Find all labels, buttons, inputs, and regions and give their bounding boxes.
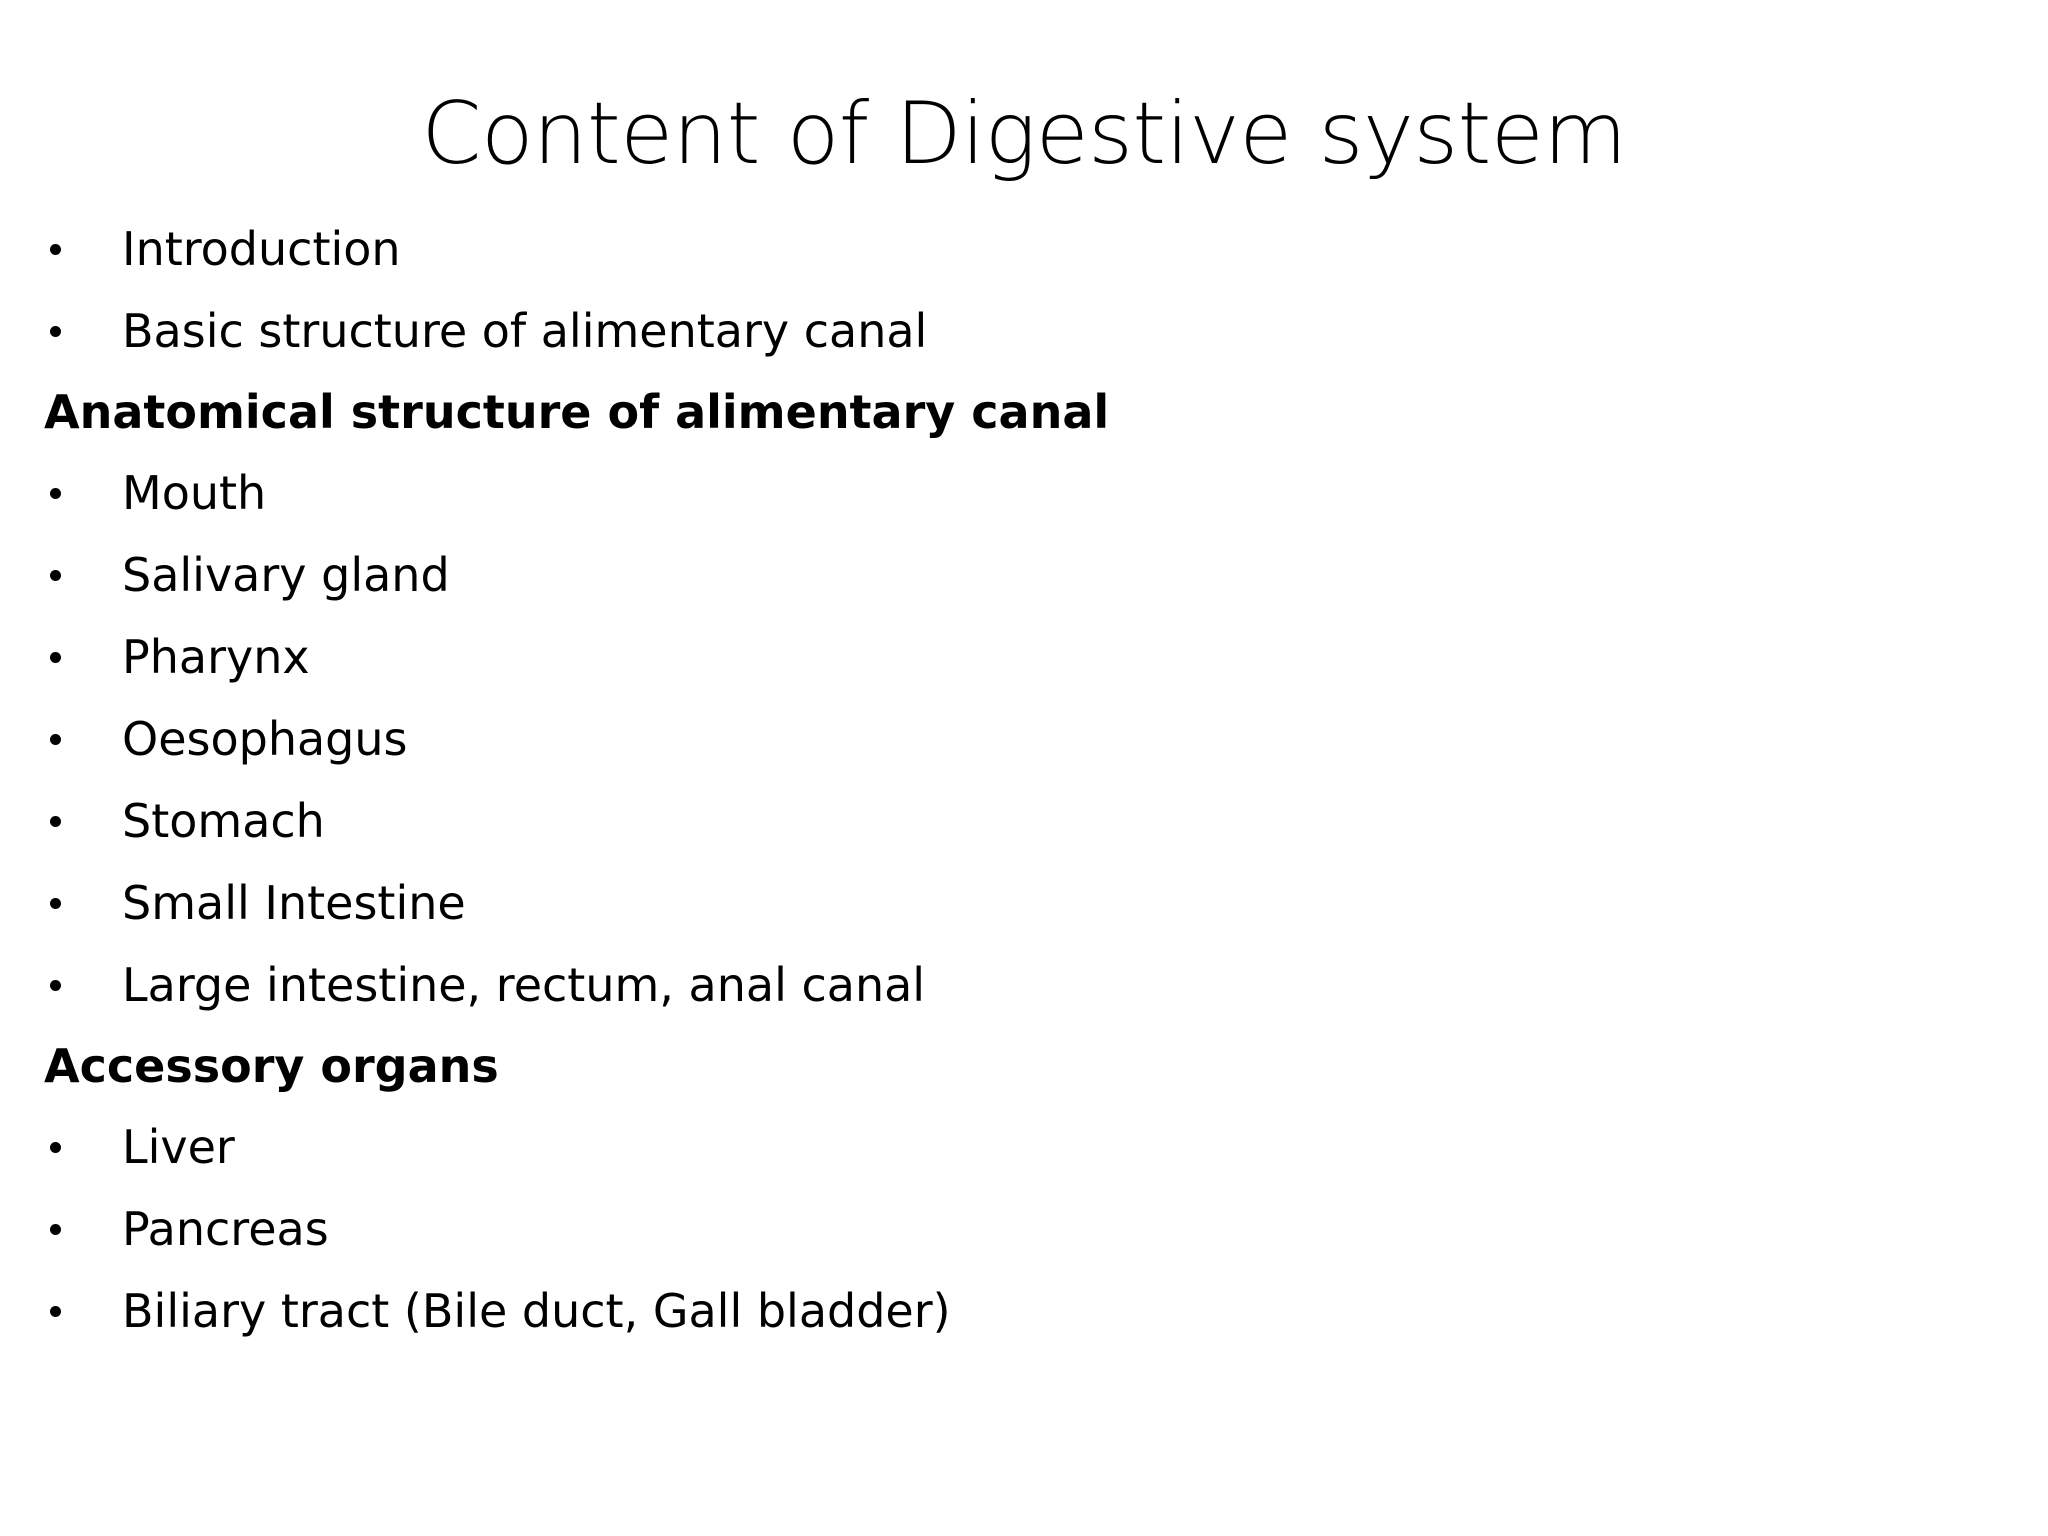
list-item: Oesophagus	[44, 698, 1984, 780]
list-item: Biliary tract (Bile duct, Gall bladder)	[44, 1270, 1984, 1352]
bullet-icon	[50, 570, 61, 581]
list-item: Introduction	[44, 208, 1984, 290]
list-item-label: Pharynx	[122, 630, 310, 684]
list-item-label: Basic structure of alimentary canal	[122, 304, 928, 358]
list-item: Pharynx	[44, 616, 1984, 698]
list-item: Mouth	[44, 452, 1984, 534]
list-item-label: Pancreas	[122, 1202, 329, 1256]
list-item: Stomach	[44, 780, 1984, 862]
list-item: Pancreas	[44, 1188, 1984, 1270]
list-item: Small Intestine	[44, 862, 1984, 944]
list-item: Liver	[44, 1106, 1984, 1188]
bullet-icon	[50, 898, 61, 909]
section-heading-label: Anatomical structure of alimentary canal	[44, 385, 1110, 439]
page-title: Content of Digestive system	[421, 83, 1627, 184]
bullet-icon	[50, 652, 61, 663]
bullet-icon	[50, 326, 61, 337]
bullet-icon	[50, 1306, 61, 1317]
list-item: Basic structure of alimentary canal	[44, 290, 1984, 372]
list-item-label: Stomach	[122, 794, 325, 848]
list-item-label: Mouth	[122, 466, 267, 520]
list-item-label: Small Intestine	[122, 876, 466, 930]
list-item-label: Salivary gland	[122, 548, 450, 602]
bullet-icon	[50, 980, 61, 991]
list-item: Salivary gland	[44, 534, 1984, 616]
section-heading-label: Accessory organs	[44, 1039, 499, 1093]
list-item: Large intestine, rectum, anal canal	[44, 944, 1984, 1026]
bullet-icon	[50, 244, 61, 255]
list-item-label: Oesophagus	[122, 712, 408, 766]
list-item-label: Large intestine, rectum, anal canal	[122, 958, 926, 1012]
bullet-icon	[50, 488, 61, 499]
list-item-label: Introduction	[122, 222, 401, 276]
bullet-icon	[50, 816, 61, 827]
bullet-icon	[50, 1224, 61, 1235]
list-item-label: Liver	[122, 1120, 235, 1174]
section-heading: Anatomical structure of alimentary canal	[44, 372, 1984, 452]
section-heading: Accessory organs	[44, 1026, 1984, 1106]
list-item-label: Biliary tract (Bile duct, Gall bladder)	[122, 1284, 951, 1338]
bullet-icon	[50, 1142, 61, 1153]
bullet-icon	[50, 734, 61, 745]
